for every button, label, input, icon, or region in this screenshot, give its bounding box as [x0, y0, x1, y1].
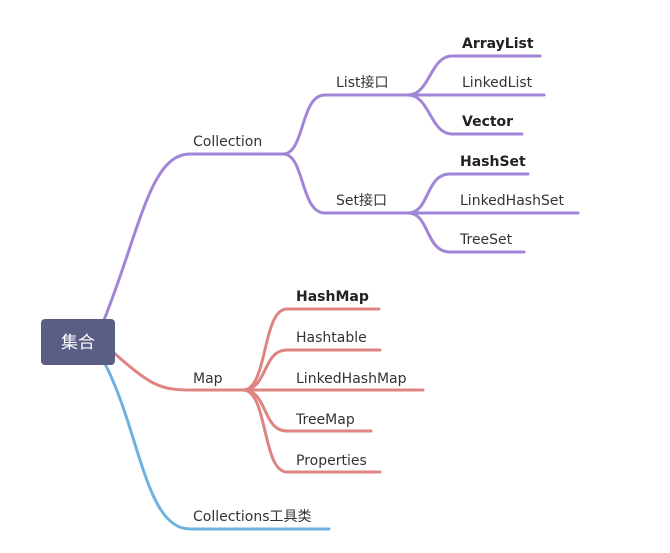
- edge-map-properties: [241, 388, 382, 474]
- node-vector[interactable]: Vector: [462, 114, 513, 130]
- edge-map-hashmap: [241, 307, 381, 392]
- edge-collection-set: [281, 152, 410, 215]
- root-label: 集合: [61, 333, 95, 353]
- node-linkedhashset[interactable]: LinkedHashSet: [460, 193, 564, 209]
- node-treemap[interactable]: TreeMap: [295, 412, 355, 428]
- node-collection[interactable]: Collection: [193, 134, 262, 150]
- edge-map-hashtable: [241, 348, 382, 392]
- edge-list-vector: [406, 93, 524, 136]
- node-arraylist[interactable]: ArrayList: [462, 36, 534, 52]
- edge-set-treeset: [406, 211, 526, 254]
- node-treeset[interactable]: TreeSet: [459, 232, 513, 248]
- node-hashtable[interactable]: Hashtable: [296, 330, 367, 346]
- edge-root-collection: [102, 152, 285, 322]
- edge-root-utils: [102, 360, 331, 531]
- root-node[interactable]: 集合: [41, 319, 115, 365]
- node-hashset[interactable]: HashSet: [460, 154, 526, 170]
- node-list-interface[interactable]: List接口: [336, 74, 388, 91]
- node-hashmap[interactable]: HashMap: [296, 289, 369, 305]
- edge-collection-list: [281, 93, 410, 156]
- node-properties[interactable]: Properties: [296, 453, 367, 469]
- node-map[interactable]: Map: [193, 371, 223, 387]
- node-set-interface[interactable]: Set接口: [336, 192, 387, 209]
- edge-set-hashset: [406, 172, 530, 215]
- node-linkedhashmap[interactable]: LinkedHashMap: [296, 371, 407, 387]
- node-collections-utils[interactable]: Collections工具类: [193, 509, 312, 525]
- node-linkedlist[interactable]: LinkedList: [462, 75, 533, 91]
- edge-root-map: [111, 350, 245, 392]
- edge-list-arraylist: [406, 54, 542, 97]
